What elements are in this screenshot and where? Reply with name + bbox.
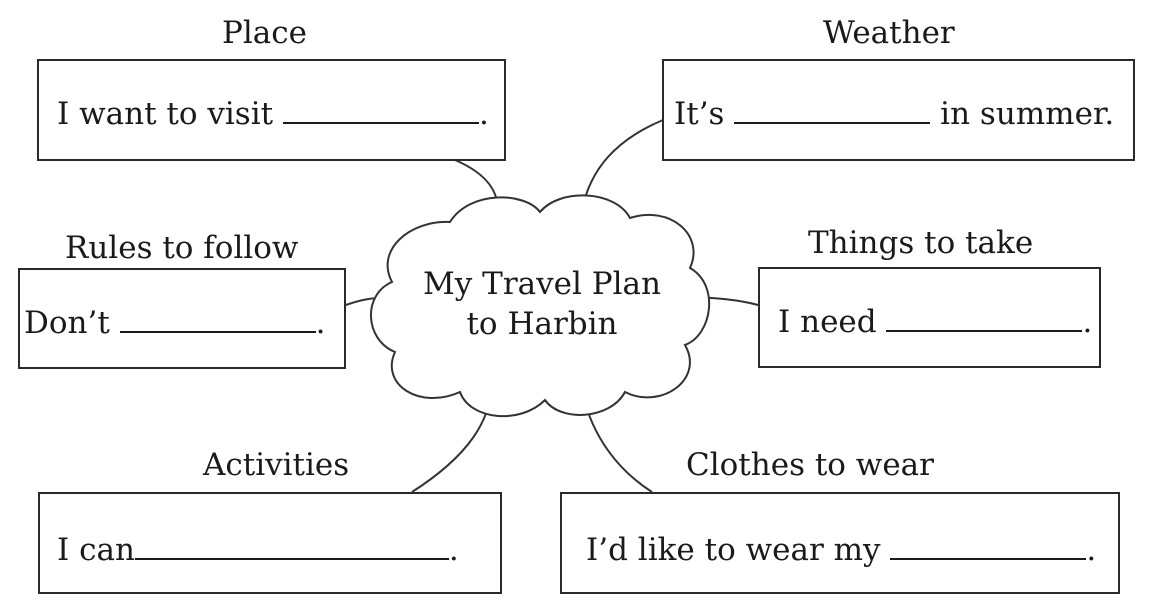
- place-box: I want to visit .: [37, 59, 506, 161]
- place-text-before: I want to visit: [57, 96, 283, 132]
- weather-text-before: It’s: [674, 96, 735, 132]
- center-cloud: [369, 194, 711, 418]
- weather-text-after: in summer.: [930, 96, 1115, 132]
- activities-box: I can.: [38, 492, 502, 594]
- activities-blank[interactable]: [134, 534, 449, 560]
- things-label: Things to take: [808, 225, 1034, 261]
- rules-text-after: .: [315, 305, 326, 341]
- weather-box: It’s in summer.: [662, 59, 1135, 161]
- place-blank[interactable]: [282, 98, 479, 124]
- clothes-label: Clothes to wear: [686, 447, 934, 483]
- clothes-text-after: .: [1086, 532, 1097, 568]
- clothes-blank[interactable]: [890, 534, 1087, 560]
- rules-text-before: Don’t: [24, 305, 120, 341]
- weather-blank[interactable]: [734, 98, 931, 124]
- things-box: I need .: [758, 267, 1101, 368]
- place-label: Place: [222, 15, 307, 51]
- things-blank[interactable]: [886, 306, 1083, 332]
- weather-sentence: It’s in summer.: [674, 98, 1114, 130]
- rules-box: Don’t .: [18, 268, 346, 369]
- weather-label: Weather: [823, 15, 955, 51]
- activities-text-after: .: [448, 532, 459, 568]
- clothes-text-before: I’d like to wear my: [586, 532, 891, 568]
- activities-sentence: I can.: [57, 534, 459, 566]
- activities-label: Activities: [203, 447, 350, 483]
- center-title-line2: to Harbin: [466, 306, 618, 342]
- activities-text-before: I can: [57, 532, 135, 568]
- things-sentence: I need .: [778, 306, 1092, 338]
- rules-blank[interactable]: [119, 307, 316, 333]
- clothes-box: I’d like to wear my .: [560, 492, 1120, 594]
- rules-label: Rules to follow: [65, 230, 299, 266]
- rules-sentence: Don’t .: [24, 307, 326, 339]
- clothes-sentence: I’d like to wear my .: [586, 534, 1096, 566]
- place-sentence: I want to visit .: [57, 98, 489, 130]
- place-text-after: .: [478, 96, 489, 132]
- things-text-before: I need: [778, 304, 887, 340]
- things-text-after: .: [1082, 304, 1093, 340]
- center-title-line1: My Travel Plan: [423, 266, 661, 302]
- center-title: My Travel Plan to Harbin: [392, 264, 692, 344]
